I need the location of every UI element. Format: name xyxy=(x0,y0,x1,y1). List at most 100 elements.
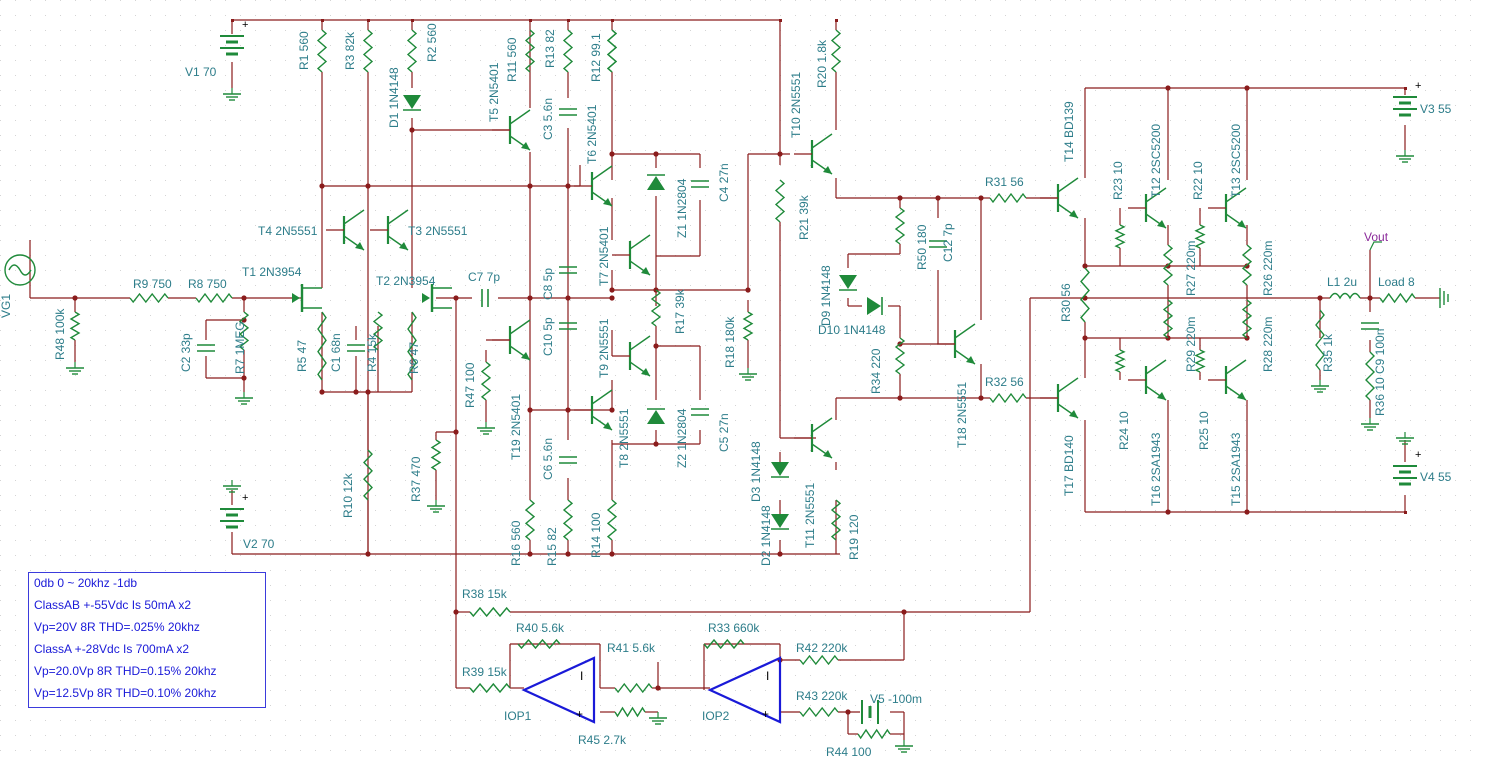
resistor xyxy=(1194,349,1206,373)
label-r16: R16 560 xyxy=(509,520,523,566)
label-r17: R17 39k xyxy=(673,288,687,334)
resistor xyxy=(650,289,662,327)
label-r43: R43 220k xyxy=(796,689,848,703)
resistor xyxy=(894,207,906,245)
label-r39: R39 15k xyxy=(462,665,508,679)
resistor xyxy=(362,29,374,73)
plus-sign: + xyxy=(1415,80,1421,92)
diode xyxy=(771,462,789,476)
label-r27: R27 220m xyxy=(1184,241,1198,296)
label-vout: Vout xyxy=(1364,230,1389,244)
resistor xyxy=(606,29,618,73)
label-r19: R19 120 xyxy=(847,514,861,560)
label-d9: D9 1N4148 xyxy=(819,265,833,326)
transistor-collector xyxy=(629,335,651,351)
junction-dot xyxy=(565,407,571,413)
resistor xyxy=(562,499,574,541)
junction-dot xyxy=(241,375,247,381)
signal-source xyxy=(4,254,36,286)
label-r2: R2 560 xyxy=(425,23,439,62)
transistor-collector xyxy=(1145,187,1167,203)
label-r4: R4 15k xyxy=(365,333,379,372)
label-r29: R29 220m xyxy=(1184,317,1198,372)
components: ++++I+I+ xyxy=(4,19,1449,753)
junction-dot xyxy=(527,551,533,557)
resistor xyxy=(1315,309,1325,371)
transistor-collector xyxy=(343,209,365,225)
label-r10: R10 12k xyxy=(341,472,355,518)
label-v3: V3 55 xyxy=(1420,102,1452,116)
plus-sign: + xyxy=(1415,449,1421,461)
opamp xyxy=(707,656,782,724)
plus-sign: + xyxy=(242,492,248,504)
resistor xyxy=(774,179,786,223)
label-r21: R21 39k xyxy=(797,194,811,240)
transistor-arrow xyxy=(355,242,364,250)
label-r41: R41 5.6k xyxy=(607,641,656,655)
junction-dot xyxy=(653,343,659,349)
resistor xyxy=(799,654,839,666)
resistor xyxy=(1241,299,1253,339)
jfet-arrow xyxy=(292,293,300,303)
label-r23: R23 10 xyxy=(1111,161,1125,200)
label-v2: V2 70 xyxy=(243,537,275,551)
label-c7: C7 7p xyxy=(468,270,500,284)
label-r15: R15 82 xyxy=(545,527,559,566)
label-r26: R26 220m xyxy=(1261,241,1275,296)
transistor-collector xyxy=(509,109,531,125)
note-line: ClassAB +-55Vdc Is 50mA x2 xyxy=(34,598,192,612)
junction-dot xyxy=(935,195,941,201)
resistor xyxy=(830,29,842,73)
resistor xyxy=(69,311,81,341)
label-vg1: VG1 xyxy=(0,294,13,318)
transistor-arrow xyxy=(823,166,832,174)
transistor-arrow xyxy=(603,198,612,206)
transistor-collector xyxy=(1057,177,1079,193)
label-d3: D3 1N4148 xyxy=(749,441,763,502)
resistor xyxy=(1162,244,1174,286)
label-t11: T11 2N5551 xyxy=(803,483,817,548)
junction-dot xyxy=(1317,295,1323,301)
jfet-arrow xyxy=(422,293,430,303)
label-r13: R13 82 xyxy=(543,29,557,68)
resistor xyxy=(857,728,891,740)
transistor-arrow xyxy=(1237,392,1246,400)
label-t15: T15 2SA1943 xyxy=(1229,432,1243,506)
label-iop2: IOP2 xyxy=(702,709,730,723)
resistor xyxy=(894,337,906,375)
label-t8: T8 2N5551 xyxy=(617,408,631,468)
junction-dot xyxy=(365,183,371,189)
label-r40: R40 5.6k xyxy=(516,621,565,635)
label-r11: R11 560 xyxy=(505,37,519,82)
label-r37: R37 470 xyxy=(409,456,423,502)
opamp-plus: + xyxy=(762,707,769,721)
pin xyxy=(835,19,838,22)
resistor xyxy=(517,638,561,650)
label-r35: R35 1k xyxy=(1321,333,1335,372)
junction-dot xyxy=(319,183,325,189)
label-r50: R50 180 xyxy=(915,224,929,270)
label-t2: T2 2N3954 xyxy=(376,274,436,288)
junction-dot xyxy=(609,295,615,301)
resistor xyxy=(407,311,417,381)
resistor xyxy=(195,292,233,304)
label-t17: T17 BD140 xyxy=(1062,435,1076,496)
transistor-collector xyxy=(811,133,833,149)
resistor xyxy=(1241,244,1253,286)
junction-dot xyxy=(653,151,659,157)
label-c3: C3 5.6n xyxy=(541,98,555,140)
resistor xyxy=(614,682,653,694)
label-r33: R33 660k xyxy=(708,621,760,635)
resistor xyxy=(989,392,1027,404)
junction-dot xyxy=(365,389,371,395)
label-r8: R8 750 xyxy=(188,277,227,291)
label-t14: T14 BD139 xyxy=(1062,101,1076,162)
label-t16: T16 2SA1943 xyxy=(1149,432,1163,506)
opamp-minus: I xyxy=(766,669,769,683)
junction-dot xyxy=(565,295,571,301)
notes-box[interactable]: 0db 0 ~ 20khz -1db ClassAB +-55Vdc Is 50… xyxy=(28,572,266,708)
label-r7: R7 1MEG xyxy=(233,321,247,374)
resistor xyxy=(524,499,536,541)
label-d2: D2 1N4148 xyxy=(759,505,773,566)
